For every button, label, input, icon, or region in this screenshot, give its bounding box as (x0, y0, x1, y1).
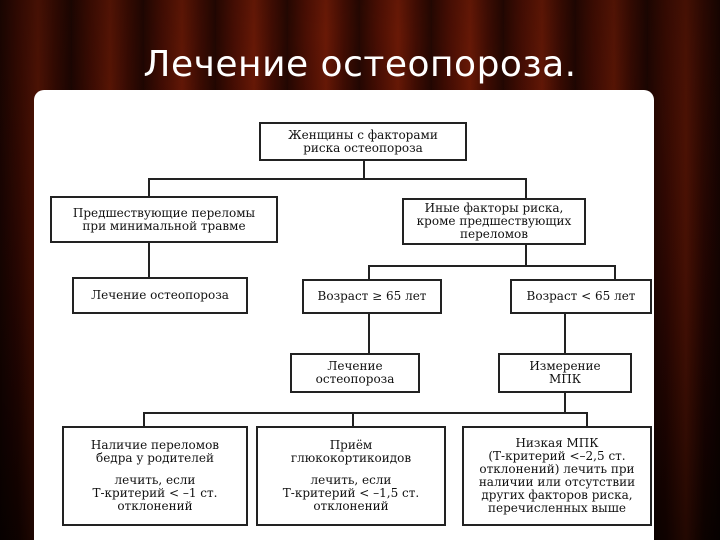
low-bmd-text-1: Низкая МПК (515, 436, 599, 450)
connector-prior-to-treat (148, 241, 150, 277)
age-lt-box: Возраст < 65 лет (510, 279, 652, 314)
prior-fractures-box: Предшествующие переломы при минимальной … (50, 196, 278, 243)
connector-gluco-down (352, 412, 354, 426)
treat-left-box: Лечение остеопороза (72, 277, 248, 314)
connector-age-horizontal (368, 265, 616, 267)
bmd-text-1: Измерение (529, 359, 601, 373)
bmd-text-2: МПК (548, 372, 582, 386)
connector-age-lt-to-bmd (564, 312, 566, 353)
hip-text-5: отклонений (117, 499, 193, 513)
other-factors-text-3: переломов (459, 227, 529, 241)
low-bmd-text-5: других факторов риска, (481, 488, 633, 502)
low-bmd-box: Низкая МПК (Т-критерий <–2,5 ст. отклоне… (462, 426, 652, 526)
connector-lowbmd-down (586, 412, 588, 426)
connector-age-ge-down (368, 265, 370, 279)
low-bmd-text-3: отклонений) лечить при (479, 462, 635, 476)
gluco-text-2: глюкокортикоидов (290, 451, 412, 465)
age-ge-box: Возраст ≥ 65 лет (302, 279, 442, 314)
age-ge-text: Возраст ≥ 65 лет (317, 289, 427, 303)
diagram-sheet: Женщины с факторами риска остеопороза Пр… (34, 90, 654, 540)
root-text-1: Женщины с факторами (288, 127, 438, 142)
connector-right-down (525, 178, 527, 198)
gluco-text-5: отклонений (313, 499, 389, 513)
treat-mid-box: Лечение остеопороза (290, 353, 420, 393)
root-text-2: риска остеопороза (303, 140, 423, 155)
hip-text-2: бедра у родителей (95, 451, 214, 465)
other-factors-text-2: кроме предшествующих (416, 214, 572, 228)
connector-age-ge-to-treat (368, 312, 370, 353)
hip-text-3: лечить, если (114, 473, 196, 487)
hip-text-1: Наличие переломов (90, 438, 220, 452)
treat-mid-text-1: Лечение (327, 359, 383, 373)
connector-bmd-down (564, 393, 566, 412)
gluco-text-3: лечить, если (310, 473, 392, 487)
connector-age-lt-down (614, 265, 616, 279)
gluco-text-4: Т-критерий < –1,5 ст. (282, 486, 420, 500)
gluco-box: Приём глюкокортикоидов лечить, если Т-кр… (256, 426, 446, 526)
treat-left-text: Лечение остеопороза (91, 288, 229, 302)
slide-title: Лечение остеопороза. (143, 44, 577, 85)
connector-hip-down (143, 412, 145, 426)
connector-left-down (148, 178, 150, 196)
hip-box: Наличие переломов бедра у родителей лечи… (62, 426, 248, 526)
gluco-text-1: Приём (329, 438, 373, 452)
treat-mid-text-2: остеопороза (315, 372, 395, 386)
low-bmd-text-6: перечисленных выше (488, 501, 626, 515)
connector-bottom-horizontal (143, 412, 588, 414)
other-factors-text-1: Иные факторы риска, (424, 201, 564, 215)
bmd-box: Измерение МПК (498, 353, 632, 393)
low-bmd-text-2: (Т-критерий <–2,5 ст. (488, 449, 626, 463)
age-lt-text: Возраст < 65 лет (526, 289, 636, 303)
connector-other-down (525, 243, 527, 265)
connector-root-down (363, 160, 365, 178)
low-bmd-text-4: наличии или отсутствии (478, 475, 636, 489)
root-box: Женщины с факторами риска остеопороза (259, 122, 467, 161)
prior-fractures-text-1: Предшествующие переломы (72, 205, 256, 220)
connector-top-horizontal (148, 178, 527, 180)
prior-fractures-text-2: при минимальной травме (82, 218, 246, 233)
hip-text-4: Т-критерий < –1 ст. (92, 486, 218, 500)
other-factors-box: Иные факторы риска, кроме предшествующих… (402, 198, 586, 245)
